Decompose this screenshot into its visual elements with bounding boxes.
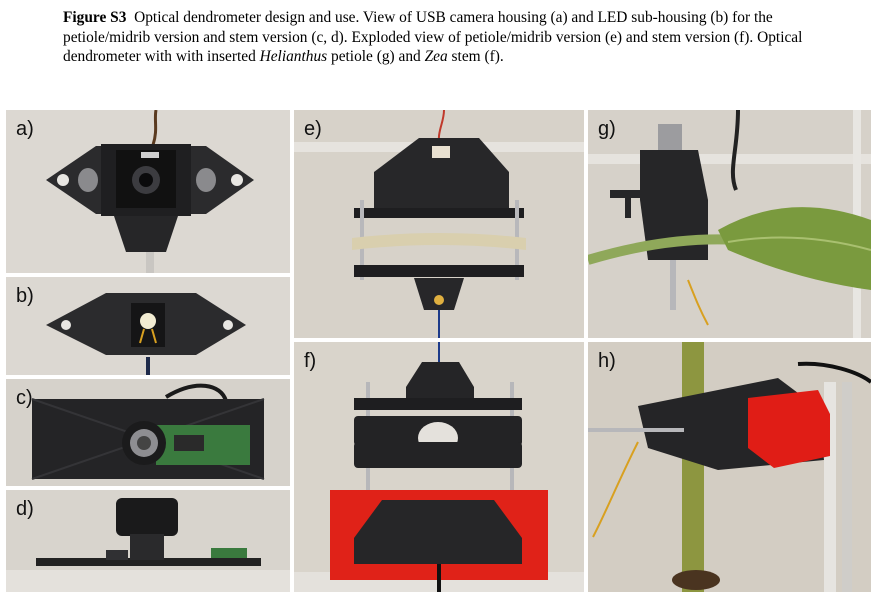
stem-version-top-illustration <box>31 383 265 480</box>
panel-a-label: a) <box>16 118 34 140</box>
panel-b-label: b) <box>16 285 34 307</box>
caption-text-3: stem (f). <box>447 48 504 66</box>
petiole-exploded-illustration <box>294 110 584 338</box>
caption-text-1: Optical dendrometer design and use. View… <box>63 9 803 66</box>
panel-d-label: d) <box>16 498 34 520</box>
panel-c-photo: c) <box>6 379 290 486</box>
panel-a-photo: a) <box>6 110 290 273</box>
caption-italic-helianthus: Helianthus <box>259 48 328 66</box>
panel-f-photo: f) <box>294 342 584 592</box>
panel-g-label: g) <box>598 118 616 140</box>
panel-c-label: c) <box>16 387 33 409</box>
stem-version-side-illustration <box>6 498 290 592</box>
panel-e-label: e) <box>304 118 322 140</box>
zea-stem-illustration <box>588 342 871 592</box>
figure-label: Figure S3 <box>63 9 127 26</box>
panel-h-photo: h) <box>588 342 871 592</box>
camera-housing-illustration <box>46 110 254 273</box>
panel-d-photo: d) <box>6 490 290 592</box>
helianthus-petiole-illustration <box>588 110 871 338</box>
panel-e-photo: e) <box>294 110 584 338</box>
stem-exploded-illustration <box>294 342 584 592</box>
panel-b-photo: b) <box>6 277 290 375</box>
caption-italic-zea: Zea <box>424 48 448 66</box>
panel-g-photo: g) <box>588 110 871 338</box>
led-housing-illustration <box>46 293 246 375</box>
figure-caption: Figure S3 Optical dendrometer design and… <box>63 8 823 67</box>
panel-f-label: f) <box>304 350 317 372</box>
caption-text-2: petiole (g) and <box>327 48 425 66</box>
panel-h-label: h) <box>598 350 616 372</box>
